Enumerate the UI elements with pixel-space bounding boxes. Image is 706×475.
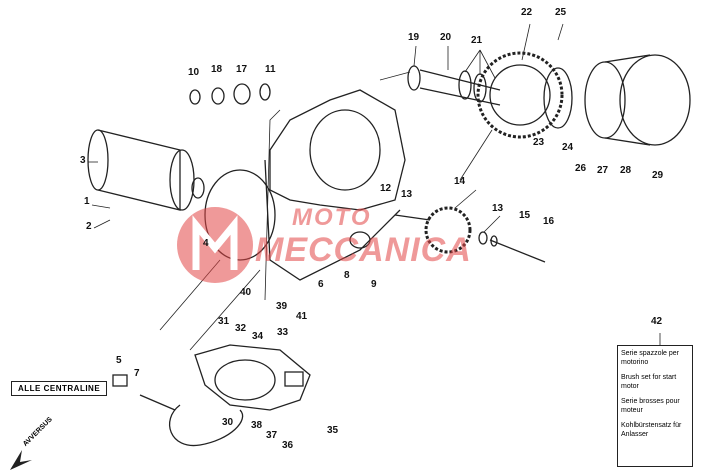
part-label[interactable]: 10 [188, 67, 200, 78]
bolt-16 [489, 239, 546, 263]
note-italian: Serie spazzole per motorino [621, 350, 679, 366]
part-label[interactable]: 15 [519, 210, 531, 221]
part-label[interactable]: 8 [344, 270, 350, 281]
note-french: Serie brosses pour moteur [621, 398, 680, 414]
part-label[interactable]: 38 [251, 420, 263, 431]
part-label[interactable]: 31 [218, 316, 230, 327]
gear-14 [424, 206, 472, 254]
part-label[interactable]: 28 [620, 165, 632, 176]
brush-holder-35 [284, 371, 304, 387]
watermark-logo [177, 207, 253, 283]
part-label[interactable]: 35 [327, 425, 339, 436]
part-label[interactable]: 3 [80, 155, 86, 166]
starter-motor [87, 129, 205, 211]
engine-housing [264, 89, 406, 281]
small-parts-top [189, 83, 271, 105]
part-label[interactable]: 12 [380, 183, 392, 194]
part-label[interactable]: 36 [282, 440, 294, 451]
shaft-12 [394, 214, 431, 221]
leader-lines [88, 23, 661, 351]
part-label[interactable]: 32 [235, 323, 247, 334]
part-label[interactable]: 34 [252, 331, 264, 342]
part-label[interactable]: 2 [86, 221, 92, 232]
part-label[interactable]: 33 [277, 327, 289, 338]
part-label[interactable]: 7 [134, 368, 140, 379]
part-label[interactable]: 16 [543, 216, 555, 227]
part-label[interactable]: 14 [454, 176, 466, 187]
flywheel [584, 54, 691, 146]
note-english: Brush set for start motor [621, 374, 677, 390]
brush-plate [194, 344, 311, 411]
wire-7 [139, 394, 176, 411]
part-label[interactable]: 41 [296, 311, 308, 322]
part-label[interactable]: 9 [371, 279, 377, 290]
part-label[interactable]: 23 [533, 137, 545, 148]
part-label[interactable]: 13 [492, 203, 504, 214]
part-label[interactable]: 22 [521, 7, 533, 18]
brush-wire [169, 404, 244, 447]
part-label[interactable]: 5 [116, 355, 122, 366]
gear-22 [476, 51, 564, 139]
connector-5 [112, 374, 128, 387]
part-label[interactable]: 27 [597, 165, 609, 176]
part-label[interactable]: 19 [408, 32, 420, 43]
part-label[interactable]: 30 [222, 417, 234, 428]
alle-centraline-label: ALLE CENTRALINE [11, 381, 108, 396]
part-label[interactable]: 24 [562, 142, 574, 153]
brush-set-note: Serie spazzole per motorino Brush set fo… [617, 345, 693, 467]
part-label[interactable]: 37 [266, 430, 278, 441]
part-label[interactable]: 40 [240, 287, 252, 298]
part-label[interactable]: 26 [575, 163, 587, 174]
part-label[interactable]: 18 [211, 64, 223, 75]
watermark-moto: MOTO [292, 204, 372, 231]
part-label[interactable]: 4 [203, 238, 209, 249]
part-label[interactable]: 20 [440, 32, 452, 43]
part-label[interactable]: 29 [652, 170, 664, 181]
part-label[interactable]: 11 [265, 64, 276, 75]
bearing [543, 67, 573, 129]
part-label[interactable]: 21 [471, 35, 483, 46]
note-german: Kohlbürstensatz für Anlasser [621, 422, 682, 438]
shaft-assembly [407, 65, 501, 106]
part-label[interactable]: 42 [651, 316, 663, 327]
watermark-meccanica: MECCANICA [255, 231, 472, 269]
part-label[interactable]: 1 [84, 196, 90, 207]
part-label[interactable]: 25 [555, 7, 567, 18]
part-label[interactable]: 13 [401, 189, 413, 200]
part-label[interactable]: 17 [236, 64, 248, 75]
part-label[interactable]: 6 [318, 279, 324, 290]
part-label[interactable]: 39 [276, 301, 288, 312]
